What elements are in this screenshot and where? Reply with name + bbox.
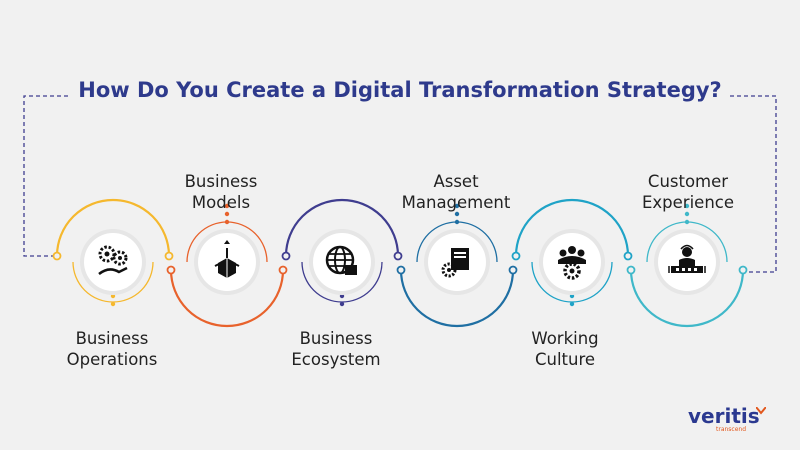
stem-dot <box>110 301 116 307</box>
folder-gear-icon <box>441 248 469 278</box>
page-title: How Do You Create a Digital Transformati… <box>78 78 722 102</box>
stem-dot <box>684 211 690 217</box>
stem-dot <box>454 203 460 209</box>
label-business-models: Business Models <box>141 171 301 213</box>
label-customer-experience: Customer Experience <box>608 171 768 213</box>
stem-dot <box>569 301 575 307</box>
arc-endpoint <box>281 251 291 261</box>
label-business-operations: Business Operations <box>32 328 192 370</box>
step-arc <box>55 198 171 257</box>
label-line: Business <box>299 329 373 348</box>
customer-service-icon <box>668 244 706 273</box>
dashed-connector <box>23 95 777 273</box>
label-line: Operations <box>66 350 158 369</box>
arc-endpoint <box>393 251 403 261</box>
arc-endpoint <box>738 265 748 275</box>
label-line: Asset <box>433 172 479 191</box>
stem-dot <box>684 203 690 209</box>
globe-icon <box>325 245 357 275</box>
arc-endpoint <box>52 251 62 261</box>
logo-chevron-icon <box>756 407 766 415</box>
arc-endpoint <box>166 265 176 275</box>
logo-wordmark: veritis <box>688 404 760 428</box>
logo-tagline: transcend <box>716 426 747 433</box>
step-arc <box>284 198 400 257</box>
team-gear-icon <box>558 246 586 280</box>
stem-dot <box>454 219 460 225</box>
step-arc <box>169 269 285 328</box>
stem-dot <box>684 219 690 225</box>
label-line: Culture <box>534 350 596 369</box>
arc-endpoint <box>278 265 288 275</box>
icon-disc <box>313 233 371 291</box>
arc-endpoint <box>511 251 521 261</box>
stem-dot <box>224 211 230 217</box>
stem-dot <box>339 301 345 307</box>
step-arc <box>399 269 515 328</box>
arc-endpoint <box>164 251 174 261</box>
arc-endpoint <box>626 265 636 275</box>
label-working-culture: Working Culture <box>485 328 645 370</box>
label-line: Experience <box>641 193 734 212</box>
brand-logo: veritis transcend <box>688 404 770 434</box>
step-arc <box>629 269 745 328</box>
arc-endpoint <box>623 251 633 261</box>
label-line: Ecosystem <box>291 350 381 369</box>
label-line: Business <box>75 329 149 348</box>
dashed-line <box>730 95 777 273</box>
arc-endpoint <box>396 265 406 275</box>
arc-endpoint <box>508 265 518 275</box>
stem-dot <box>224 219 230 225</box>
stem-dot <box>454 211 460 217</box>
step-arc <box>514 198 630 257</box>
label-line: Customer <box>647 172 729 191</box>
label-asset-management: Asset Management <box>376 171 536 213</box>
label-line: Working <box>531 329 599 348</box>
label-line: Models <box>191 193 251 212</box>
label-business-ecosystem: Business Ecosystem <box>256 328 416 370</box>
label-line: Business <box>184 172 258 191</box>
icon-disc <box>84 233 142 291</box>
label-line: Management <box>401 193 511 212</box>
dashed-line <box>23 95 70 257</box>
cube-network-icon <box>214 240 240 278</box>
gears-hand-icon <box>98 245 128 276</box>
stem-dot <box>224 203 230 209</box>
